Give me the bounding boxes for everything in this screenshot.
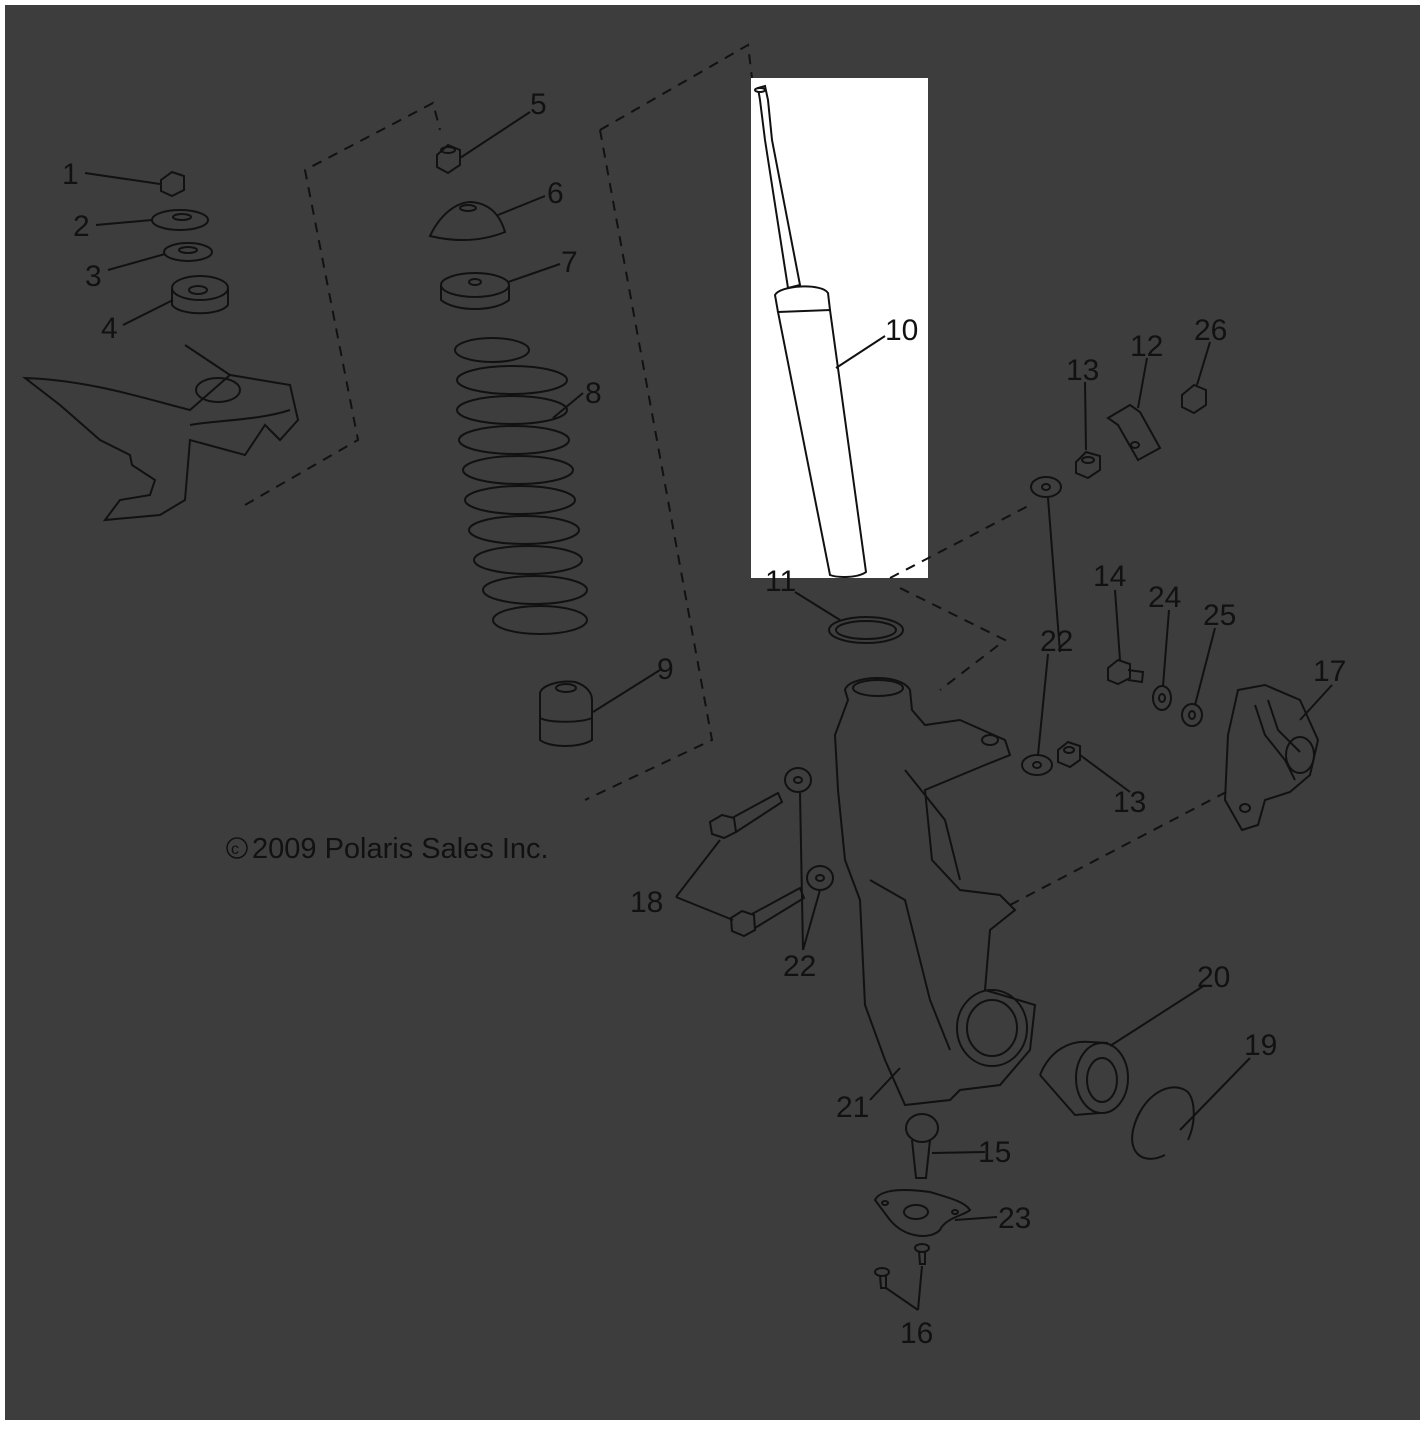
- copyright-symbol-circle: [226, 837, 248, 859]
- callout-15: 15: [978, 1136, 1011, 1169]
- callout-26: 26: [1194, 314, 1227, 347]
- part-19-circlip: [1131, 1086, 1195, 1160]
- part-1-nut: [160, 170, 185, 198]
- part-26-nut: [1181, 383, 1207, 415]
- part-23-plate: [873, 1189, 972, 1237]
- callout-5: 5: [530, 88, 547, 121]
- callout-2: 2: [73, 210, 90, 243]
- part-5-nut: [436, 143, 461, 175]
- callout-17: 17: [1313, 655, 1346, 688]
- part-8-coil-spring: [454, 337, 588, 635]
- callout-12: 12: [1130, 330, 1163, 363]
- callout-3: 3: [85, 260, 102, 293]
- callout-1: 1: [62, 158, 79, 191]
- part-4-bushing: [171, 275, 229, 315]
- diagram-background: [3, 3, 1422, 1422]
- callout-4: 4: [101, 312, 118, 345]
- part-13-nut-lower: [1057, 740, 1081, 769]
- part-6-spring-retainer: [428, 200, 507, 242]
- part-18-bolt-upper: [708, 791, 784, 840]
- part-21-knuckle: [833, 677, 1037, 1107]
- part-22-washer-left-a: [784, 767, 812, 793]
- part-25-washer: [1181, 703, 1203, 727]
- part-9-bump-stop: [539, 680, 593, 747]
- callout-23: 23: [998, 1202, 1031, 1235]
- callout-10: 10: [885, 314, 918, 347]
- callout-9: 9: [657, 653, 674, 686]
- callout-13-lower: 13: [1113, 786, 1146, 819]
- part-16-screws: [874, 1243, 930, 1289]
- part-12-clip: [1106, 403, 1162, 462]
- callout-18: 18: [630, 886, 663, 919]
- part-10-strut: [754, 84, 868, 578]
- assembly-dashed-lines: [244, 43, 1231, 906]
- callout-19: 19: [1244, 1029, 1277, 1062]
- upper-control-arm: [21, 344, 300, 522]
- leader-lines: [84, 111, 1333, 1311]
- callout-22-right: 22: [1040, 625, 1073, 658]
- part-20-bearing: [1039, 1040, 1129, 1117]
- callout-25: 25: [1203, 599, 1236, 632]
- callout-22-left: 22: [783, 950, 816, 983]
- copyright-symbol: c: [231, 841, 239, 858]
- callout-8: 8: [585, 377, 602, 410]
- callout-7: 7: [561, 246, 578, 279]
- part-13-nut-upper: [1075, 450, 1101, 480]
- part-22-washer-upper: [1030, 476, 1062, 498]
- part-22-washer-lower: [1021, 754, 1053, 776]
- copyright-notice: c 2009 Polaris Sales Inc.: [226, 833, 549, 865]
- part-14-bolt: [1107, 658, 1145, 686]
- callout-11: 11: [765, 565, 796, 598]
- callout-14: 14: [1093, 560, 1126, 593]
- part-15-ball-joint: [905, 1113, 939, 1179]
- callout-24: 24: [1148, 581, 1181, 614]
- part-3-washer: [163, 242, 213, 262]
- part-11-ring: [828, 616, 904, 644]
- callout-13-upper: 13: [1066, 354, 1099, 387]
- callout-6: 6: [547, 177, 564, 210]
- part-24-washer: [1152, 685, 1172, 711]
- part-7-spring-seat: [440, 272, 510, 310]
- callout-labels: 1 2 3 4 5 6 7 8 9 10 11 12 13 13 14 15 1…: [62, 88, 1346, 1350]
- copyright-text: 2009 Polaris Sales Inc.: [252, 833, 549, 865]
- callout-20: 20: [1197, 961, 1230, 994]
- part-17-caliper: [1223, 683, 1320, 832]
- callout-21: 21: [836, 1091, 869, 1124]
- callout-16: 16: [900, 1317, 933, 1350]
